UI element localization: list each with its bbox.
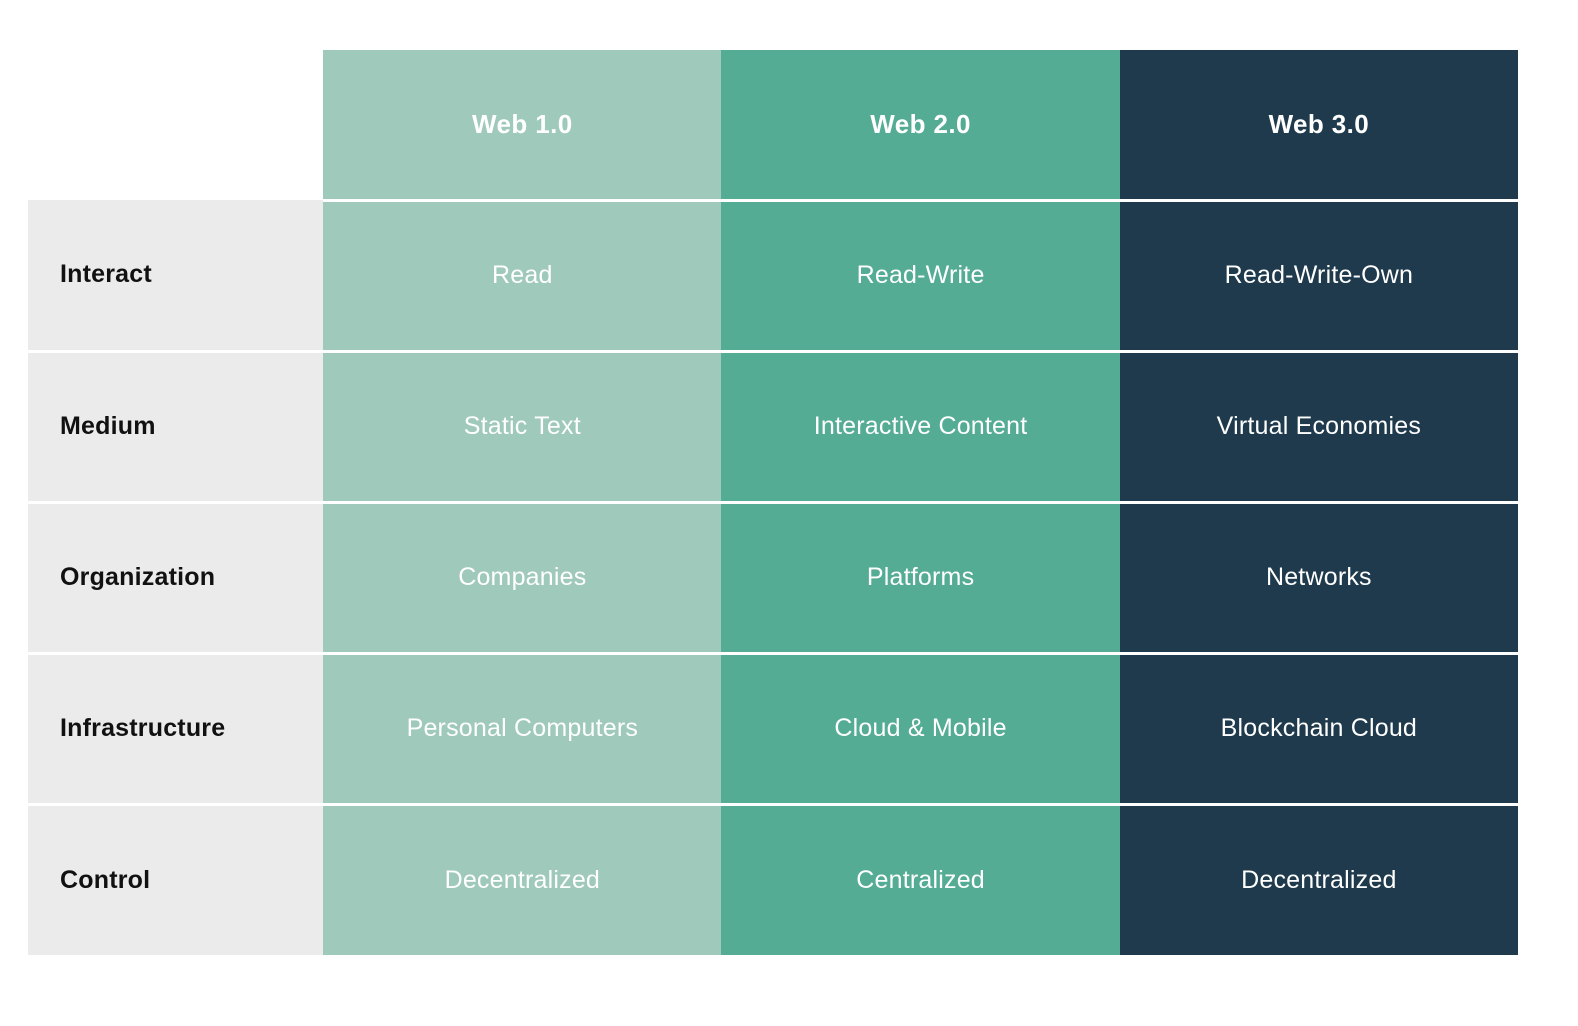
table-row: Organization Companies Platforms Network… [28, 502, 1518, 655]
cell-control-web3: Decentralized [1119, 804, 1518, 955]
cell-interact-web2: Read-Write [721, 200, 1120, 353]
cell-control-web1: Decentralized [323, 804, 722, 955]
cell-infrastructure-web1: Personal Computers [323, 653, 722, 806]
row-label-infrastructure: Infrastructure [28, 653, 324, 806]
column-header-web-3-0: Web 3.0 [1119, 50, 1518, 202]
table-header-row: Web 1.0 Web 2.0 Web 3.0 [28, 50, 1518, 202]
column-header-web-1-0: Web 1.0 [323, 50, 722, 202]
table-row: Medium Static Text Interactive Content V… [28, 351, 1518, 504]
cell-infrastructure-web3: Blockchain Cloud [1119, 653, 1518, 806]
table-row: Infrastructure Personal Computers Cloud … [28, 653, 1518, 806]
cell-medium-web1: Static Text [323, 351, 722, 504]
table-row: Control Decentralized Centralized Decent… [28, 804, 1518, 955]
table-row: Interact Read Read-Write Read-Write-Own [28, 200, 1518, 353]
cell-medium-web2: Interactive Content [721, 351, 1120, 504]
row-label-interact: Interact [28, 200, 324, 353]
cell-interact-web1: Read [323, 200, 722, 353]
cell-medium-web3: Virtual Economies [1119, 351, 1518, 504]
column-header-web-2-0: Web 2.0 [721, 50, 1120, 202]
table-body: Interact Read Read-Write Read-Write-Own … [28, 200, 1518, 955]
cell-control-web2: Centralized [721, 804, 1120, 955]
cell-interact-web3: Read-Write-Own [1119, 200, 1518, 353]
cell-organization-web1: Companies [323, 502, 722, 655]
table-corner-cell [28, 50, 324, 200]
cell-infrastructure-web2: Cloud & Mobile [721, 653, 1120, 806]
row-label-medium: Medium [28, 351, 324, 504]
row-label-control: Control [28, 804, 324, 955]
row-label-organization: Organization [28, 502, 324, 655]
cell-organization-web3: Networks [1119, 502, 1518, 655]
table-header: Web 1.0 Web 2.0 Web 3.0 [28, 50, 1518, 202]
cell-organization-web2: Platforms [721, 502, 1120, 655]
web-evolution-comparison-table: Web 1.0 Web 2.0 Web 3.0 Interact Read Re… [28, 50, 1518, 955]
